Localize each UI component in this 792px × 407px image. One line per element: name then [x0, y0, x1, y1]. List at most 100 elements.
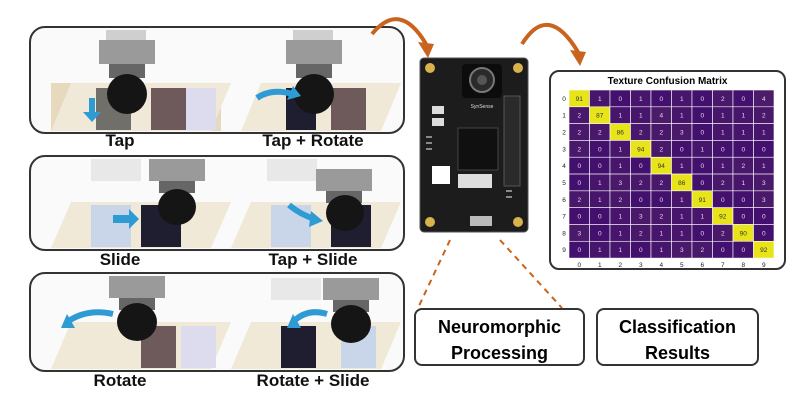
matrix-cell-label: 92 — [760, 247, 768, 254]
matrix-cell-label: 94 — [637, 146, 645, 153]
matrix-cell-label: 2 — [659, 146, 663, 153]
matrix-cell-label: 0 — [741, 197, 745, 204]
matrix-cell-label: 0 — [700, 180, 704, 187]
x-tick-label: 9 — [762, 262, 766, 268]
matrix-cell-label: 3 — [762, 180, 766, 187]
matrix-cell-label: 2 — [639, 230, 643, 237]
matrix-cell-label: 2 — [577, 146, 581, 153]
matrix-cell-label: 86 — [617, 130, 625, 137]
matrix-cell-label: 2 — [700, 247, 704, 254]
matrix-cell-label: 0 — [721, 247, 725, 254]
matrix-cell-label: 0 — [639, 197, 643, 204]
matrix-cell-label: 0 — [577, 247, 581, 254]
matrix-cell-label: 0 — [598, 230, 602, 237]
processing-line-2: Processing — [450, 343, 549, 363]
matrix-cell-label: 0 — [618, 96, 622, 103]
matrix-cell-label: 2 — [577, 197, 581, 204]
matrix-cell-label: 1 — [618, 214, 622, 221]
matrix-cell-label: 87 — [596, 113, 604, 120]
matrix-cell-label: 1 — [680, 113, 684, 120]
matrix-cell-label: 0 — [700, 96, 704, 103]
matrix-cell-label: 2 — [721, 96, 725, 103]
x-tick-label: 1 — [598, 262, 602, 268]
y-tick-label: 1 — [562, 113, 566, 120]
matrix-cell-label: 1 — [700, 146, 704, 153]
matrix-cell-label: 2 — [741, 163, 745, 170]
matrix-cell-label: 1 — [721, 163, 725, 170]
matrix-cell-label: 0 — [680, 146, 684, 153]
y-tick-label: 5 — [562, 180, 566, 187]
matrix-cell-label: 3 — [762, 197, 766, 204]
matrix-cell-label: 0 — [741, 214, 745, 221]
mount-hole-icon — [425, 63, 435, 73]
down-arrow-icon — [83, 98, 101, 122]
dashed-line-processing — [417, 239, 451, 309]
matrix-cell-label: 2 — [577, 130, 581, 137]
matrix-cell-label: 0 — [721, 146, 725, 153]
matrix-cell-label: 0 — [700, 163, 704, 170]
neuromorphic-board: SynSense — [419, 57, 529, 233]
matrix-cell-label: 0 — [639, 247, 643, 254]
y-tick-label: 3 — [562, 146, 566, 153]
matrix-cell-label: 1 — [659, 247, 663, 254]
matrix-cell-label: 1 — [680, 197, 684, 204]
gesture-label-tap-slide: Tap + Slide — [268, 250, 358, 269]
matrix-cell-label: 1 — [639, 96, 643, 103]
matrix-cell-label: 3 — [680, 247, 684, 254]
matrix-cell-label: 2 — [659, 130, 663, 137]
matrix-cell-label: 86 — [678, 180, 686, 187]
y-tick-label: 6 — [562, 197, 566, 204]
matrix-cell-label: 0 — [598, 163, 602, 170]
matrix-cell-label: 1 — [598, 197, 602, 204]
matrix-cell-label: 0 — [721, 197, 725, 204]
matrix-cell-label: 0 — [762, 146, 766, 153]
qr-code-icon — [432, 166, 450, 184]
matrix-cell-label: 1 — [680, 163, 684, 170]
results-line-2: Results — [644, 343, 711, 363]
matrix-cell-label: 1 — [741, 130, 745, 137]
matrix-cell-label: 91 — [576, 96, 584, 103]
matrix-cell-label: 1 — [618, 163, 622, 170]
matrix-cell-label: 1 — [721, 130, 725, 137]
matrix-cell-label: 2 — [721, 230, 725, 237]
gesture-panel-1 — [29, 26, 405, 134]
matrix-cell-label: 1 — [598, 96, 602, 103]
matrix-cell-label: 3 — [639, 214, 643, 221]
matrix-cell-label: 0 — [639, 163, 643, 170]
matrix-cell-label: 3 — [618, 180, 622, 187]
gesture-panel-2 — [29, 155, 405, 251]
matrix-cell-label: 1 — [618, 146, 622, 153]
slide-illustration — [51, 159, 401, 248]
matrix-title: Texture Confusion Matrix — [607, 76, 728, 87]
matrix-cell-label: 2 — [762, 113, 766, 120]
matrix-cell-label: 1 — [762, 163, 766, 170]
results-line-1: Classification — [618, 317, 737, 337]
matrix-cell-label: 1 — [659, 230, 663, 237]
y-tick-label: 7 — [562, 214, 566, 221]
matrix-cell-label: 0 — [700, 230, 704, 237]
matrix-cell-label: 2 — [577, 113, 581, 120]
matrix-cell-label: 0 — [700, 113, 704, 120]
matrix-cell-label: 0 — [741, 146, 745, 153]
y-tick-label: 0 — [562, 96, 566, 103]
y-tick-label: 8 — [562, 230, 566, 237]
rotate-illustration — [51, 276, 401, 369]
matrix-cell-label: 1 — [721, 113, 725, 120]
matrix-cell-label: 0 — [659, 96, 663, 103]
matrix-cell-label: 2 — [721, 180, 725, 187]
x-tick-label: 3 — [639, 262, 643, 268]
matrix-cell-label: 92 — [719, 214, 727, 221]
matrix-cell-label: 3 — [680, 130, 684, 137]
matrix-cell — [753, 240, 775, 259]
gesture-label-tap-rotate: Tap + Rotate — [262, 131, 364, 150]
mount-hole-icon — [513, 63, 523, 73]
y-tick-label: 9 — [562, 247, 566, 254]
matrix-cell-label: 1 — [741, 180, 745, 187]
mount-hole-icon — [513, 217, 523, 227]
gesture-label-rotate-slide: Rotate + Slide — [256, 371, 370, 390]
matrix-cell-label: 2 — [598, 130, 602, 137]
matrix-cell-label: 1 — [680, 214, 684, 221]
x-tick-label: 2 — [618, 262, 622, 268]
matrix-cell-label: 0 — [598, 146, 602, 153]
